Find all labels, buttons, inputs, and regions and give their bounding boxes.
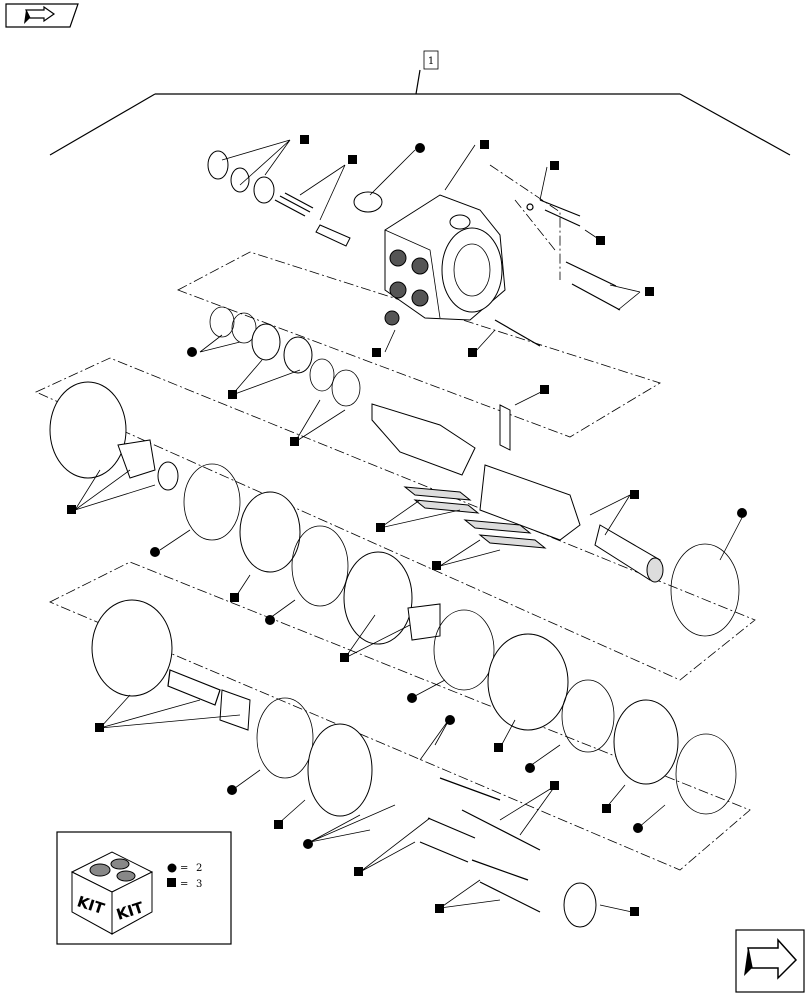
valve-housing — [384, 194, 506, 326]
assembly-ref-box — [423, 50, 439, 70]
next-page-icon — [744, 938, 798, 980]
group-outline-valve — [177, 164, 661, 438]
legend-square-eq: = — [180, 879, 188, 890]
group-outline-gerotor — [35, 357, 756, 681]
legend-circle-eq: = — [180, 863, 188, 874]
pins — [494, 199, 621, 347]
end-cap-parts — [91, 599, 597, 928]
group-outline-endcap — [49, 561, 751, 871]
spool-and-sleeve — [371, 403, 664, 583]
prev-page-button[interactable] — [5, 3, 79, 28]
next-page-button[interactable] — [735, 929, 805, 993]
seal-rings — [209, 306, 361, 407]
legend-square-value: 3 — [196, 879, 202, 890]
callout-squares — [67, 135, 654, 916]
prev-page-icon — [24, 5, 56, 24]
assembly-ref-label: 1 — [428, 56, 434, 67]
callout-circles — [150, 143, 747, 849]
gerotor-parts — [49, 381, 740, 815]
legend-circle-value: 2 — [196, 863, 202, 874]
relief-valve-parts — [207, 150, 383, 247]
kit-legend: KIT KIT = 2 = 3 — [56, 831, 232, 945]
kit-box-icon — [70, 851, 154, 935]
centering-springs — [403, 486, 547, 549]
